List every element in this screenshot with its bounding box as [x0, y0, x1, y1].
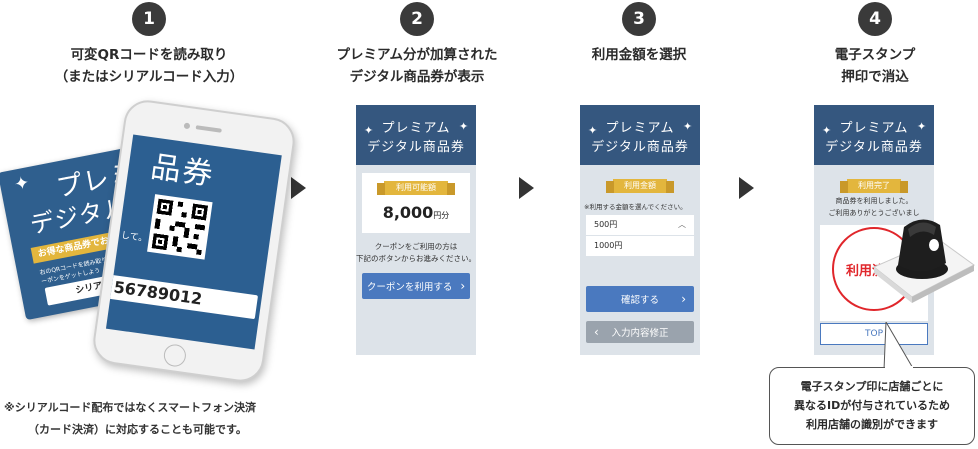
screen-header-line2: デジタル商品券	[367, 140, 465, 155]
phone-heading: 品券	[148, 149, 217, 194]
screen-2-note: クーポンをご利用の方は 下記のボタンからお進みください。	[356, 241, 476, 265]
step-1-title: 可変QRコードを読み取り （またはシリアルコード入力）	[29, 44, 269, 88]
amount-option-1000-label: 1000円	[594, 241, 623, 250]
screen-4-message-line2: ご利用ありがとうございまし	[828, 209, 920, 217]
step-1-title-line2: （またはシリアルコード入力）	[54, 69, 244, 85]
callout-pointer	[880, 320, 920, 372]
step-3-title-line1: 利用金額を選択	[591, 47, 687, 63]
confirm-button-label: 確認する	[620, 295, 659, 306]
screen-2-note-line2: 下記のボタンからお進みください。	[356, 254, 476, 263]
sparkle-icon: ✦	[12, 172, 32, 196]
step-2-title: プレミアム分が加算された デジタル商品券が表示	[297, 44, 537, 88]
screen-header-line2: デジタル商品券	[591, 140, 689, 155]
phone-serial-number: 56789012	[112, 277, 204, 309]
step-4-title-line2: 押印で消込	[841, 69, 909, 85]
step-4-number: 4	[858, 2, 892, 36]
sparkle-icon: ✦	[917, 120, 927, 133]
amount-value-row: 8,000円分	[362, 203, 470, 222]
chevron-right-icon: ›	[681, 292, 686, 306]
screen-header-line1: プレミアム	[839, 121, 909, 136]
sparkle-icon: ✦	[588, 124, 598, 137]
arrow-right-icon	[739, 177, 754, 199]
sparkle-icon: ✦	[822, 124, 832, 137]
use-coupon-button[interactable]: クーポンを利用する ›	[362, 273, 470, 299]
screen-header: ✦ ✦ プレミアム デジタル商品券	[580, 105, 700, 165]
screen-2-note-line1: クーポンをご利用の方は	[374, 242, 458, 251]
callout-line3: 利用店舗の識別ができます	[806, 418, 938, 431]
sparkle-icon: ✦	[683, 120, 693, 133]
screen-step-2: ✦ ✦ プレミアム デジタル商品券 利用可能額 8,000円分 クーポンをご利用…	[356, 105, 476, 355]
step-4-title: 電子スタンプ 押印で消込	[775, 44, 975, 88]
phone-serial-field: 56789012	[106, 274, 259, 320]
step-1-number: 1	[132, 2, 166, 36]
ribbon-amount: 利用金額	[606, 179, 674, 193]
footnote: ※シリアルコード配布ではなくスマートフォン決済 （カード決済）に対応することも可…	[4, 397, 256, 441]
top-button[interactable]: TOP	[820, 323, 928, 345]
amount-option-500[interactable]: 500円 ︿	[586, 215, 694, 235]
top-button-label: TOP	[864, 329, 883, 339]
phone-camera	[183, 122, 191, 130]
footnote-line2: （カード決済）に対応することも可能です。	[28, 423, 247, 436]
edit-input-button[interactable]: ‹ 入力内容修正	[586, 321, 694, 343]
step-2-title-line1: プレミアム分が加算された	[336, 47, 498, 63]
phone-screen: 品券 して。 56789012	[105, 134, 282, 350]
screen-header-line2: デジタル商品券	[825, 140, 923, 155]
callout-joint	[885, 366, 913, 369]
phone-speaker	[195, 125, 222, 133]
callout-line1: 電子スタンプ印に店舗ごとに	[800, 380, 944, 393]
sparkle-icon: ✦	[459, 120, 469, 133]
amount-unit: 円分	[433, 211, 450, 220]
phone-cut-text: して。	[120, 230, 148, 245]
sparkle-icon: ✦	[364, 124, 374, 137]
qr-code-icon	[147, 194, 213, 260]
arrow-right-icon	[291, 177, 306, 199]
chevron-left-icon: ‹	[594, 325, 599, 339]
chevron-right-icon: ›	[460, 279, 466, 293]
footnote-line1: ※シリアルコード配布ではなくスマートフォン決済	[4, 401, 257, 414]
step-3-title: 利用金額を選択	[539, 44, 739, 66]
amount-instruction: ※利用する金額を選んでください。	[584, 203, 687, 211]
amount-value: 8,000	[382, 203, 434, 222]
edit-input-button-label: 入力内容修正	[611, 328, 669, 339]
callout-line2: 異なるIDが付与されているため	[794, 399, 950, 412]
arrow-right-icon	[519, 177, 534, 199]
amount-option-1000[interactable]: 1000円	[586, 236, 694, 256]
step-1-title-line1: 可変QRコードを読み取り	[70, 47, 228, 63]
phone-home-button	[162, 343, 188, 368]
use-coupon-button-label: クーポンを利用する	[366, 282, 453, 293]
screen-header: ✦ ✦ プレミアム デジタル商品券	[814, 105, 934, 165]
step-4-title-line1: 電子スタンプ	[834, 47, 916, 63]
chevron-up-icon: ︿	[678, 220, 686, 229]
screen-header-line1: プレミアム	[381, 121, 451, 136]
electronic-stamp-icon	[868, 205, 978, 305]
screen-header-line1: プレミアム	[605, 121, 675, 136]
screen-4-message: 商品券を利用しました。 ご利用ありがとうございまし	[814, 195, 934, 219]
confirm-button[interactable]: 確認する ›	[586, 286, 694, 312]
screen-header: ✦ ✦ プレミアム デジタル商品券	[356, 105, 476, 165]
smartphone: 品券 して。 56789012	[90, 97, 298, 385]
step-2-title-line2: デジタル商品券が表示	[349, 69, 485, 85]
callout-box: 電子スタンプ印に店舗ごとに 異なるIDが付与されているため 利用店舗の識別ができ…	[769, 367, 975, 445]
step-2-number: 2	[400, 2, 434, 36]
step-3-number: 3	[622, 2, 656, 36]
amount-panel: 利用可能額 8,000円分	[362, 173, 470, 233]
ribbon-available: 利用可能額	[377, 181, 455, 195]
ribbon-complete: 利用完了	[840, 179, 908, 193]
screen-4-message-line1: 商品券を利用しました。	[835, 197, 913, 205]
amount-option-500-label: 500円	[594, 220, 618, 229]
screen-step-3: ✦ ✦ プレミアム デジタル商品券 利用金額 ※利用する金額を選んでください。 …	[580, 105, 700, 355]
